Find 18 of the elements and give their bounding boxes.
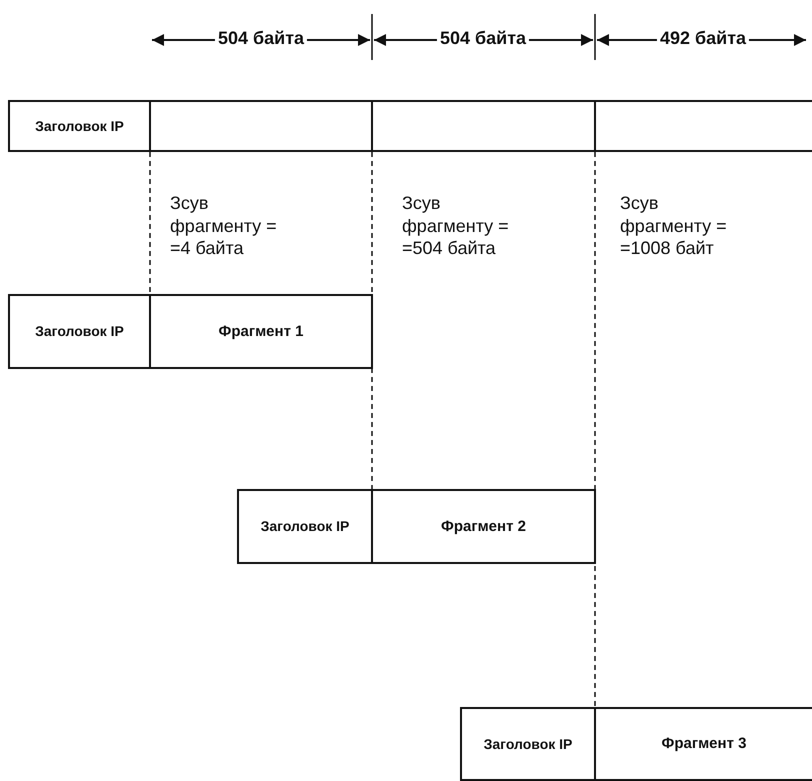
fragment-cell xyxy=(149,294,373,369)
fragment-cell xyxy=(594,707,812,781)
offset-label: Зсув фрагменту = =504 байта xyxy=(402,192,510,260)
header-cell xyxy=(8,294,151,369)
offset-label: Зсув фрагменту = =1008 байт xyxy=(620,192,728,260)
offset-label: Зсув фрагменту = =4 байта xyxy=(170,192,278,260)
fragment-label: Фрагмент 2 xyxy=(441,518,526,536)
fragment-label: Фрагмент 1 xyxy=(218,322,304,340)
header-label: Заголовок IP xyxy=(35,118,124,134)
header-cell xyxy=(8,100,151,152)
header-label: Заголовок IP xyxy=(260,518,350,535)
header-label: Заголовок IP xyxy=(484,736,572,752)
dashed-line xyxy=(149,152,151,294)
header-label: Заголовок IP xyxy=(35,323,124,340)
fragment-cell xyxy=(371,489,596,564)
header-cell xyxy=(460,707,596,781)
header-cell xyxy=(237,489,373,564)
fragment-label: Фрагмент 3 xyxy=(662,735,746,753)
